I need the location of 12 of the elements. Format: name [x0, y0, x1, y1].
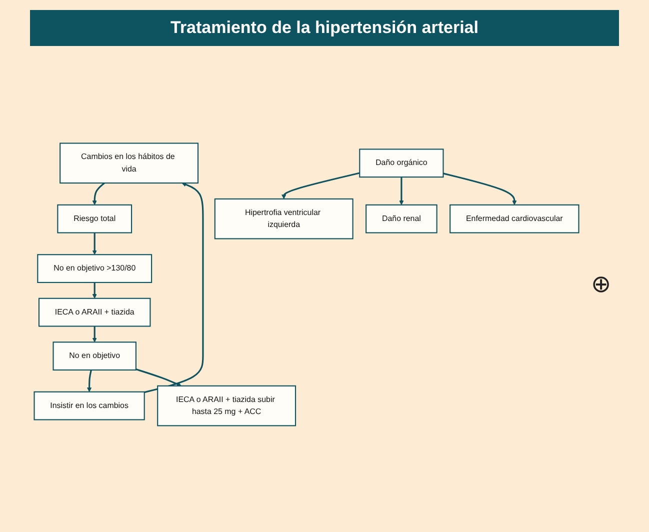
- arrow: [399, 176, 404, 205]
- arrow: [92, 182, 105, 205]
- arrow: [443, 172, 517, 205]
- arrow: [92, 326, 97, 342]
- arrow: [144, 182, 204, 393]
- title-banner: Tratamiento de la hipertensión arterial: [30, 10, 619, 46]
- arrow: [86, 369, 92, 392]
- arrow: [282, 172, 360, 199]
- plus-symbol: ⊕: [591, 270, 611, 298]
- arrow: [136, 368, 182, 386]
- arrow: [92, 232, 97, 254]
- arrow: [92, 282, 97, 298]
